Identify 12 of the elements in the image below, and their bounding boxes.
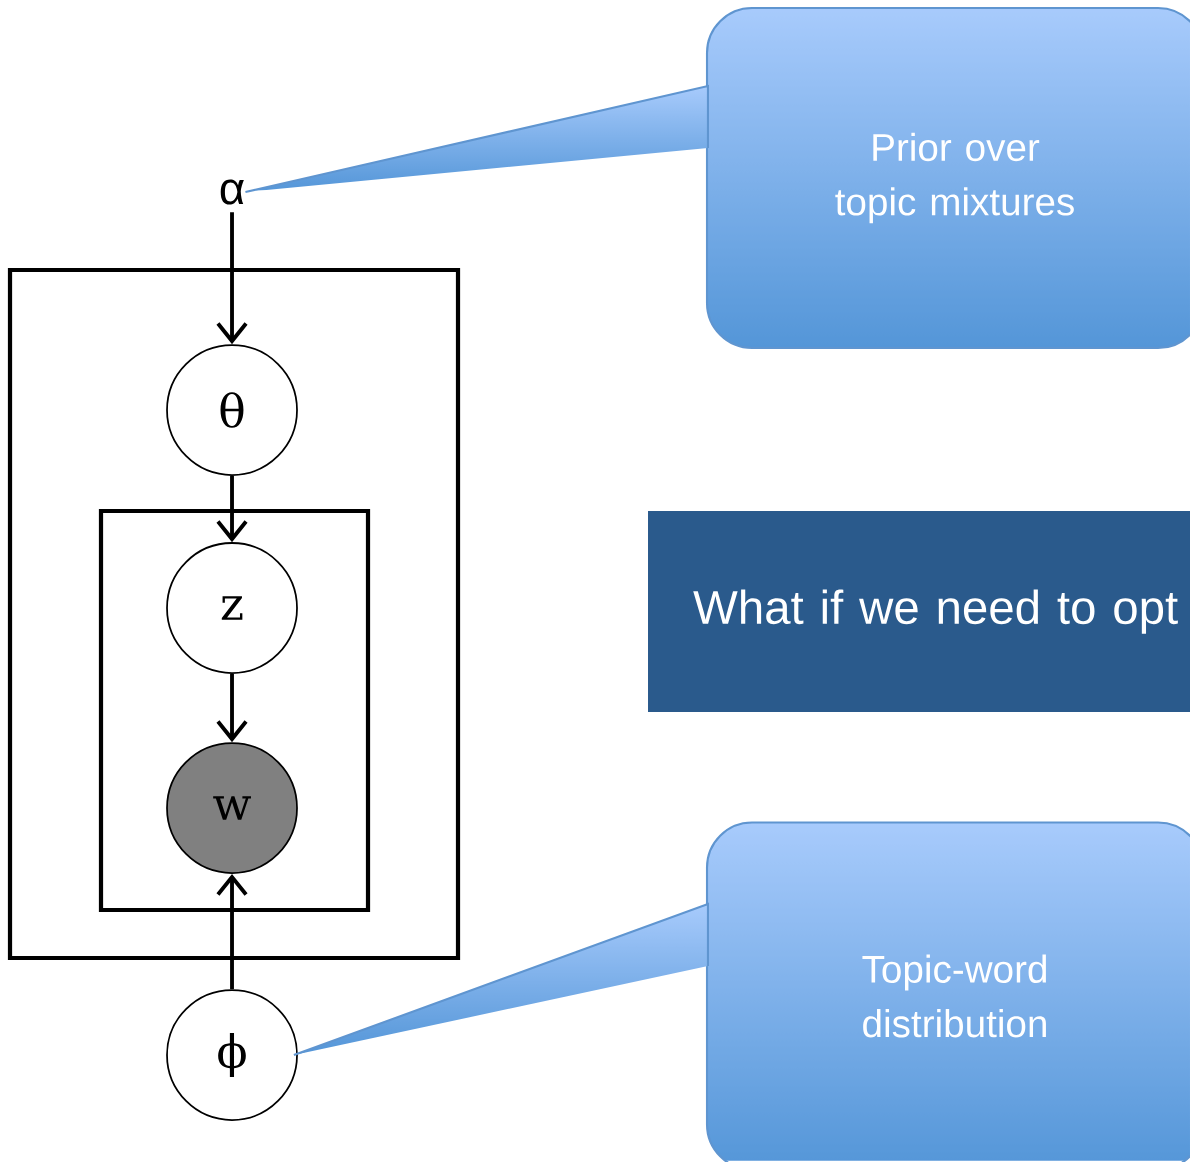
arrow [216, 873, 248, 990]
arrow [216, 673, 248, 743]
arrow [216, 475, 248, 543]
callout-box: Prior over topic mixtures [705, 6, 1190, 350]
plate-box [7, 267, 461, 961]
arrow [216, 212, 248, 345]
banner-box: What if we need to opt [648, 511, 1190, 712]
callout-box: Topic-word distribution [705, 821, 1190, 1162]
variable-label: α [220, 179, 244, 205]
plate-box [98, 508, 371, 913]
callout-tail [245, 84, 709, 194]
callout-tail [293, 902, 709, 1056]
